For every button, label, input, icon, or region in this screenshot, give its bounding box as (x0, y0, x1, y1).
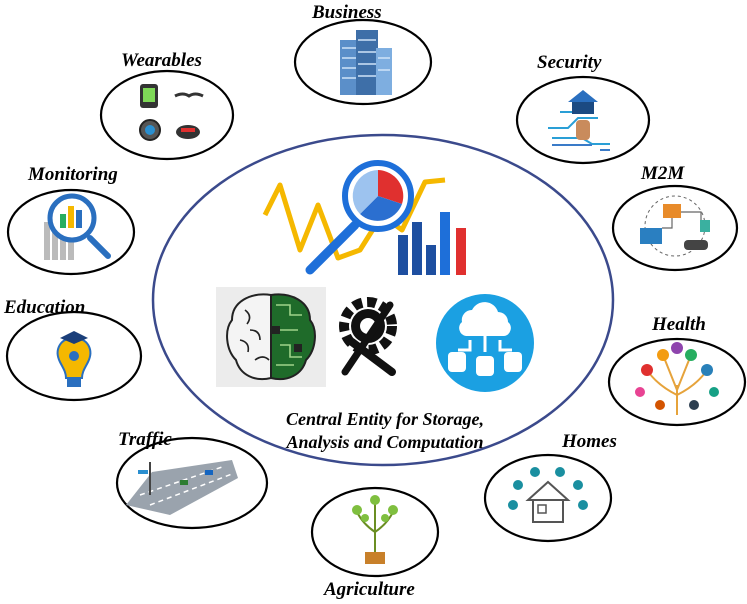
education-bulb-icon (56, 331, 92, 387)
central-entity-line1: Central Entity for Storage, (285, 409, 485, 429)
business-label: Business (312, 2, 382, 23)
monitoring-label: Monitoring (28, 164, 118, 185)
business-building-icon (340, 30, 392, 95)
wearables-ellipse (99, 69, 235, 161)
health-ellipse (607, 337, 747, 427)
m2m-devices-icon (640, 195, 710, 257)
smart-home-icon (508, 467, 588, 523)
brain-circuit-icon (216, 287, 326, 387)
gear-tools-icon (339, 297, 397, 376)
cloud-database-icon (436, 294, 534, 392)
homes-label: Homes (562, 431, 617, 452)
agriculture-plant-icon (352, 495, 398, 564)
education-label: Education (4, 297, 86, 318)
analytics-chart-icon (262, 160, 466, 275)
central-entity-label: Central Entity for Storage, Analysis and… (255, 408, 515, 454)
health-label: Health (652, 314, 706, 335)
traffic-label: Traffic (118, 429, 172, 450)
wearables-devices-icon (139, 84, 204, 141)
security-network-icon (548, 90, 610, 151)
security-label: Security (537, 52, 602, 73)
traffic-road-icon (126, 460, 238, 515)
homes-ellipse (483, 453, 613, 543)
m2m-ellipse (611, 184, 739, 272)
health-tree-icon (635, 342, 719, 415)
wearables-label: Wearables (121, 50, 202, 71)
central-entity-line2: Analysis and Computation (286, 432, 484, 452)
m2m-label: M2M (641, 163, 685, 184)
monitoring-magnifier-icon (44, 193, 111, 260)
agriculture-label: Agriculture (324, 579, 415, 600)
central-entity-ring (151, 133, 615, 467)
